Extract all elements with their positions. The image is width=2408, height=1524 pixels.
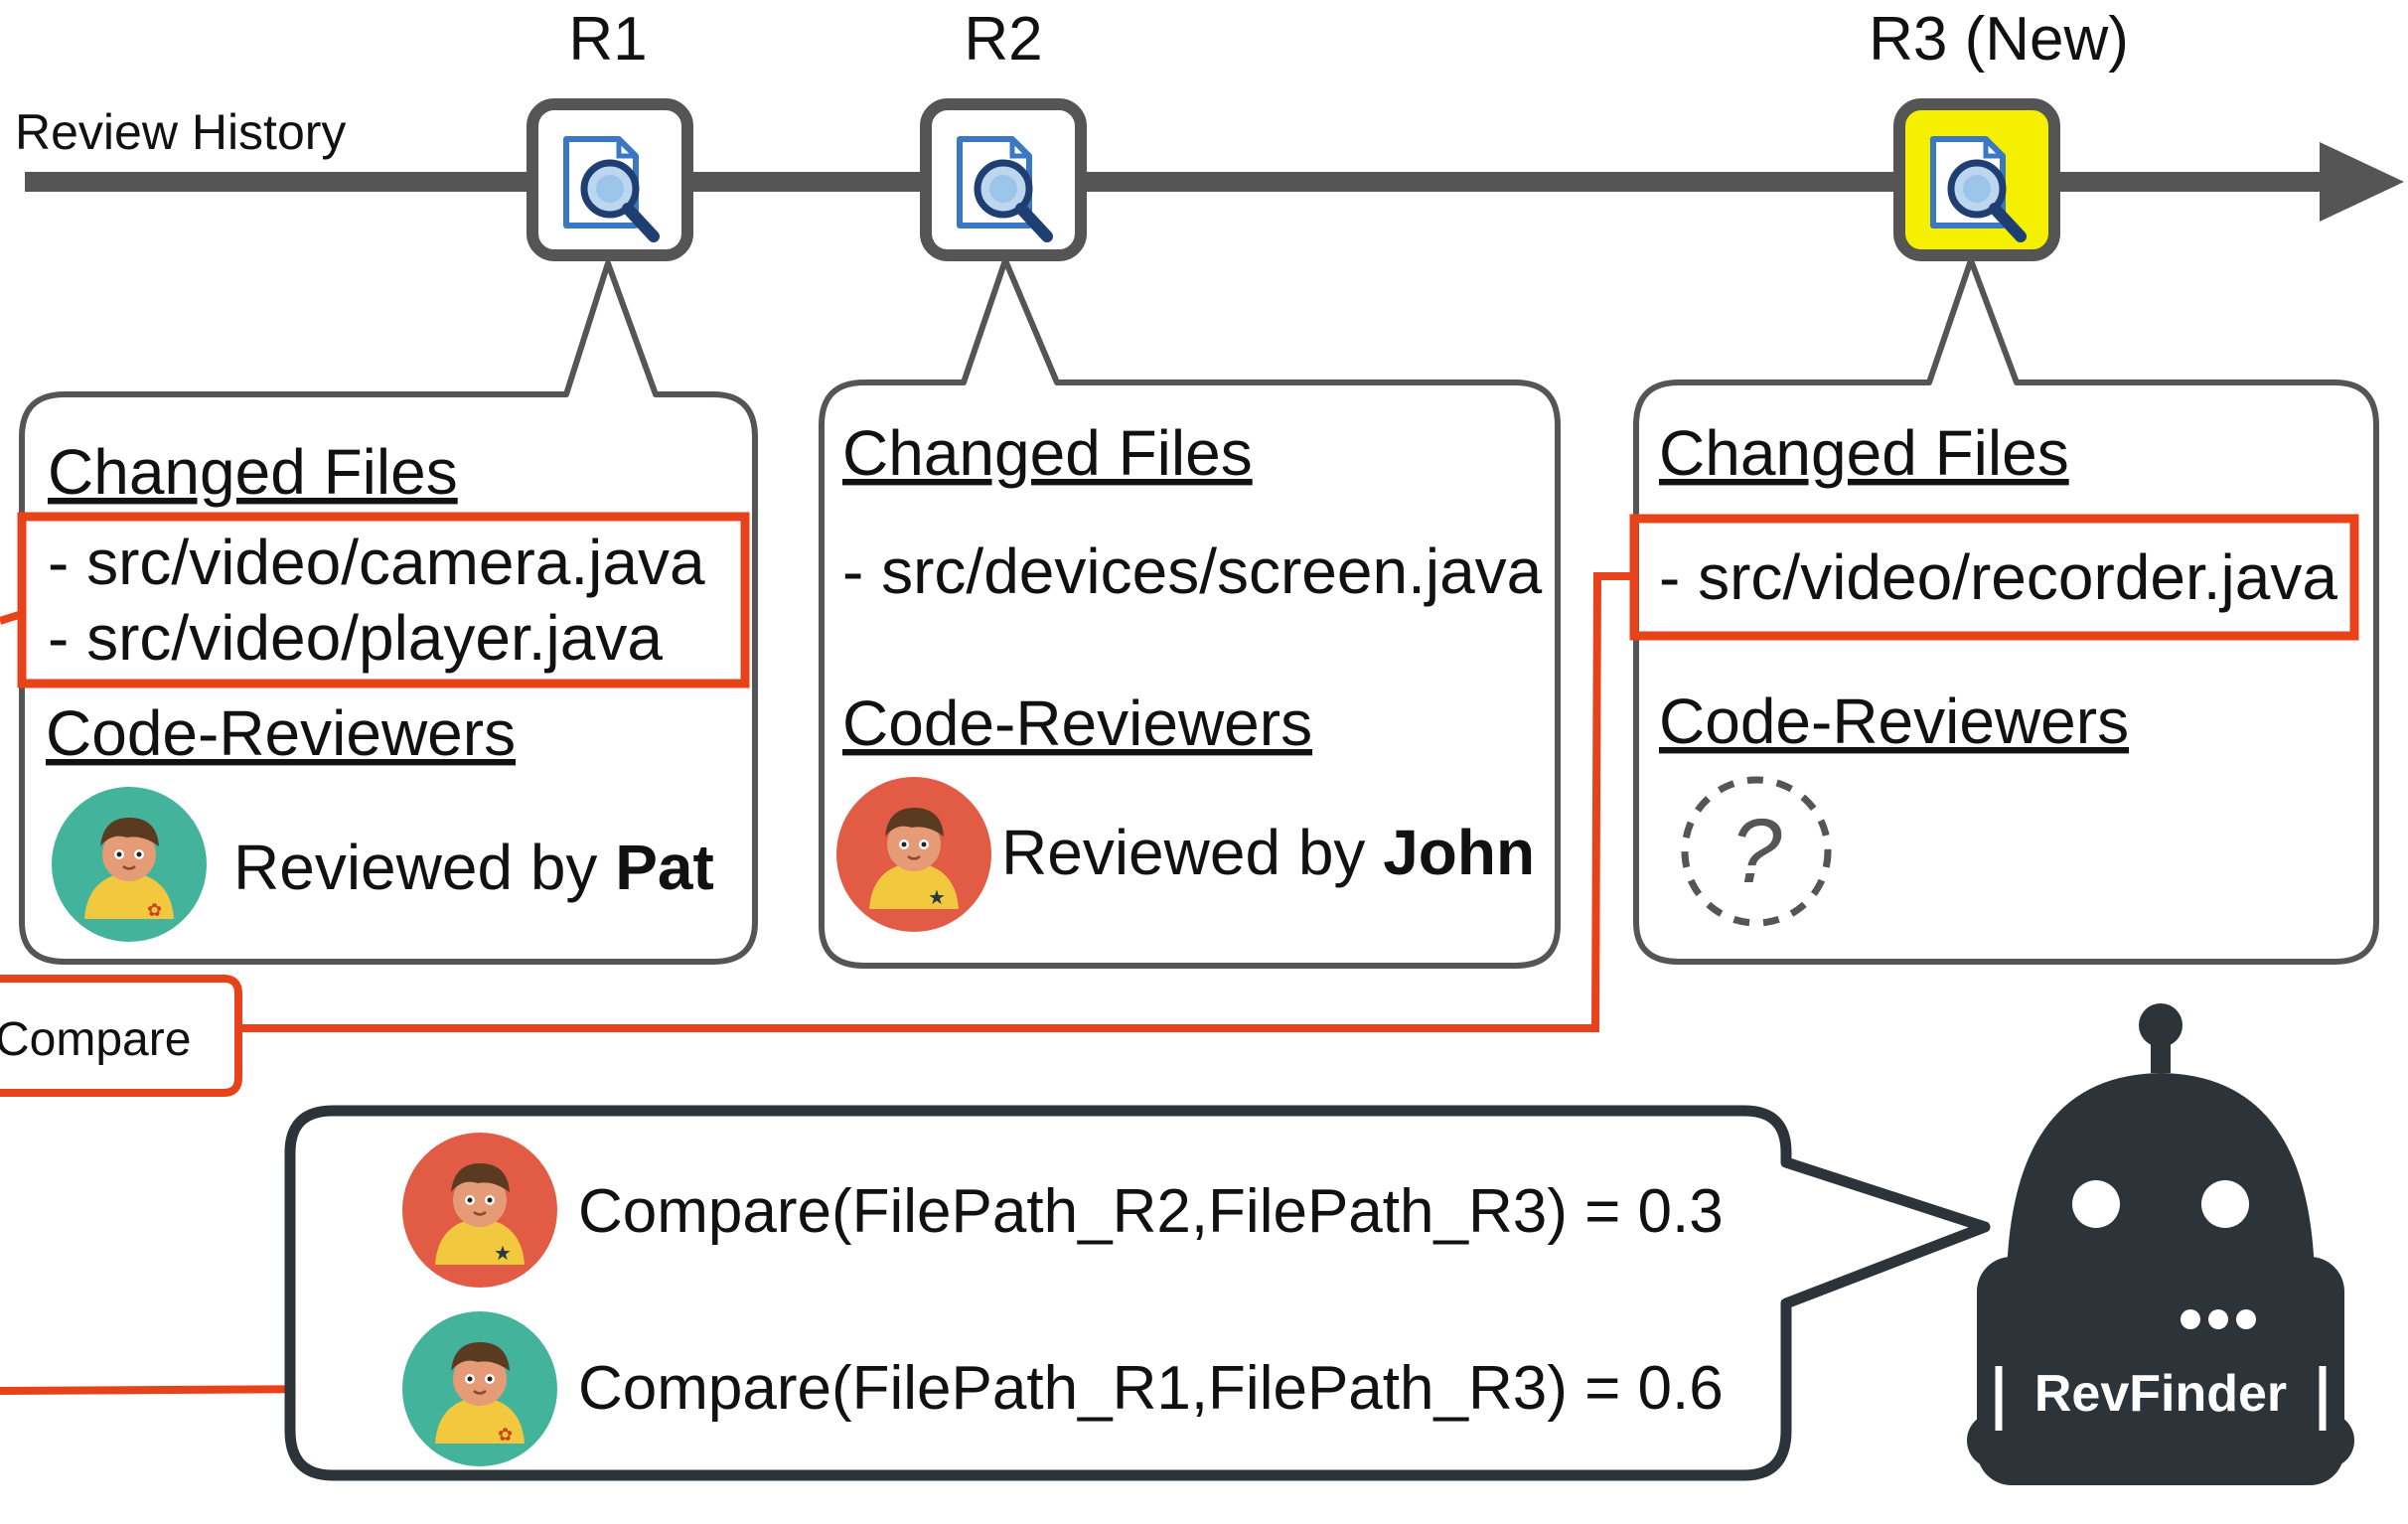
review-node-r3: R3 (New) <box>1869 5 2129 261</box>
review-card-r2: Changed Files - src/devices/screen.java … <box>819 257 1561 969</box>
changed-files-heading: Changed Files <box>842 417 1253 489</box>
review-label-r3: R3 (New) <box>1869 5 2129 74</box>
compare-result: Compare(FilePath_R1,FilePath_R3) = 0.6 <box>578 1354 1724 1423</box>
reviewer-name: Pat <box>615 832 714 903</box>
review-card-r1: Changed Files - src/video/camera.java - … <box>17 260 758 965</box>
code-reviewers-heading: Code-Reviewers <box>46 697 516 769</box>
changed-files-heading: Changed Files <box>48 436 458 508</box>
changed-file: - src/video/recorder.java <box>1659 541 2337 613</box>
timeline-arrowhead <box>2320 142 2404 222</box>
unknown-reviewer-mark: ? <box>1731 801 1781 902</box>
svg-text:✿: ✿ <box>147 900 162 920</box>
svg-text:★: ★ <box>494 1243 512 1265</box>
changed-file: - src/video/player.java <box>48 602 663 674</box>
review-card-r3: Changed Files - src/video/recorder.java … <box>1629 257 2379 965</box>
compare-label: Compare <box>0 1013 191 1066</box>
highlight-box <box>17 512 750 688</box>
unknown-reviewer-circle <box>1681 776 1832 927</box>
code-reviewers-heading: Code-Reviewers <box>1659 686 2129 757</box>
avatar-john: ★ <box>836 777 991 932</box>
review-node-r2: R2 <box>920 5 1087 261</box>
reviewed-by-text: Reviewed by John <box>1001 817 1535 888</box>
robot-name: RevFinder <box>2034 1365 2287 1423</box>
review-node-r1: R1 <box>527 5 693 261</box>
changed-files-heading: Changed Files <box>1659 417 2069 489</box>
avatar-pat: ✿ <box>402 1311 557 1466</box>
svg-text:✿: ✿ <box>498 1425 513 1445</box>
reviewer-name: John <box>1383 817 1535 888</box>
code-reviewers-heading: Code-Reviewers <box>842 687 1312 759</box>
compare-result: Compare(FilePath_R2,FilePath_R3) = 0.3 <box>578 1177 1724 1246</box>
review-label-r1: R1 <box>568 5 647 74</box>
svg-text:★: ★ <box>928 887 946 909</box>
reviewed-by-text: Reviewed by Pat <box>233 832 714 903</box>
result-bubble: ★ Compare(FilePath_R2,FilePath_R3) = 0.3… <box>284 1105 1991 1481</box>
robot-icon: RevFinder <box>1967 1003 2354 1485</box>
review-label-r2: R2 <box>964 5 1042 74</box>
avatar-pat: ✿ <box>52 787 207 942</box>
avatar-john: ★ <box>402 1133 557 1288</box>
changed-file: - src/devices/screen.java <box>842 535 1543 607</box>
timeline-label: Review History <box>15 104 346 160</box>
changed-file: - src/video/camera.java <box>48 527 705 598</box>
